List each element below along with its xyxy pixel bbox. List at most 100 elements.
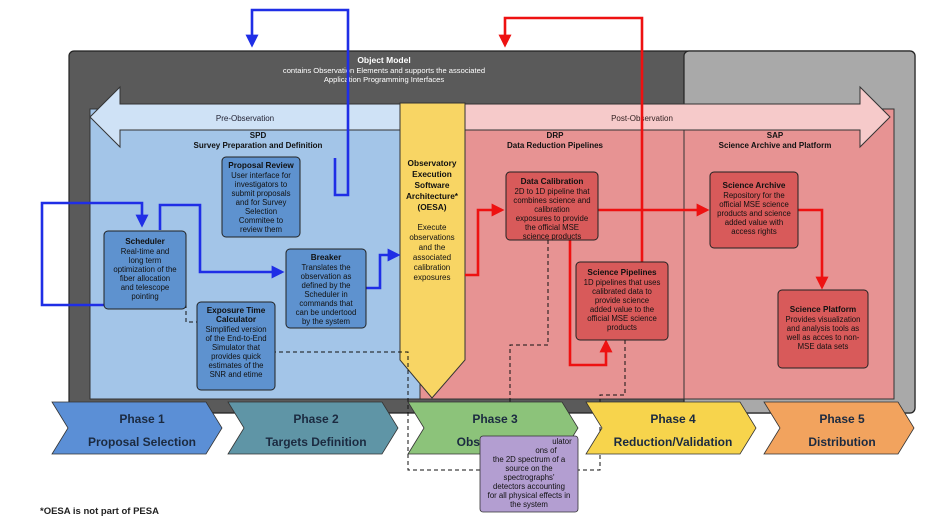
science-platform-line-2: and analysis tools as (787, 324, 859, 333)
etc-title-1: Exposure Time (207, 306, 266, 315)
etc-line-2: of the End-to-End (205, 334, 266, 343)
breaker-line-3: defined by the (302, 281, 351, 290)
data-calibration-box: Data Calibration 2D to 1D pipeline that … (505, 171, 599, 241)
scheduler-box: Scheduler Real-time and long term optimi… (103, 230, 187, 310)
object-model-line-2: Application Programming Interfaces (324, 75, 444, 84)
science-pipelines-title: Science Pipelines (587, 268, 657, 277)
oesa-title-1: Observatory (408, 158, 457, 168)
simulator-line-3: the 2D spectrum of a (493, 455, 566, 464)
breaker-line-7: by the system (302, 317, 350, 326)
oesa-body-2: observations (409, 233, 454, 242)
proposal-review-line-5: Selection (245, 207, 277, 216)
etc-line-4: provides quick (211, 352, 261, 361)
phase-1-number: Phase 1 (119, 412, 165, 426)
proposal-review-line-4: and for Survey (236, 198, 287, 207)
oesa-body-4: associated (413, 253, 451, 262)
breaker-line-6: can be undertood (296, 308, 357, 317)
science-platform-line-4: MSE data sets (798, 342, 849, 351)
science-archive-title: Science Archive (723, 181, 786, 190)
scheduler-title: Scheduler (125, 237, 165, 246)
scheduler-line-2: long term (129, 256, 162, 265)
data-calibration-line-1: 2D to 1D pipeline that (515, 187, 591, 196)
data-calibration-title: Data Calibration (521, 177, 584, 186)
proposal-review-line-1: User interface for (231, 171, 291, 180)
science-platform-line-1: Provides visualization (786, 315, 861, 324)
phase-1-name: Proposal Selection (88, 435, 196, 449)
spd-abbr: SPD (250, 131, 267, 140)
footnote: *OESA is not part of PESA (40, 506, 159, 517)
object-model-line-1: contains Observation Elements and suppor… (283, 66, 485, 75)
oesa-title-5: (OESA) (417, 202, 446, 212)
science-archive-line-3: products and science (717, 209, 791, 218)
simulator-line-6: detectors accounting (493, 482, 565, 491)
simulator-box: ulator ons of the 2D spectrum of a sourc… (479, 435, 579, 513)
phase-2: Phase 2 Targets Definition (227, 401, 399, 455)
science-archive-line-4: added value with (725, 218, 784, 227)
proposal-review-title: Proposal Review (228, 161, 294, 170)
etc-line-6: SNR and etime (210, 370, 263, 379)
science-pipelines-box: Science Pipelines 1D pipelines that uses… (575, 261, 669, 341)
drp-abbr: DRP (547, 131, 565, 140)
oesa-body-6: exposures (414, 273, 451, 282)
etc-line-3: Simulator that (212, 343, 261, 352)
etc-title-2: Calculator (216, 315, 257, 324)
breaker-line-4: Scheduler in (304, 290, 347, 299)
breaker-line-2: observation as (301, 272, 352, 281)
sap-name: Science Archive and Platform (719, 141, 832, 150)
phase-5-number: Phase 5 (819, 412, 865, 426)
data-calibration-line-3: calibration (534, 205, 570, 214)
phase-3-number: Phase 3 (472, 412, 518, 426)
science-platform-title: Science Platform (790, 305, 856, 314)
science-pipelines-line-1: 1D pipelines that uses (584, 278, 661, 287)
oesa-title-4: Architecture* (406, 191, 459, 201)
oesa-body-3: and the (419, 243, 446, 252)
proposal-review-line-6: Commitee to (239, 216, 284, 225)
simulator-line-2: ons of (535, 446, 557, 455)
science-archive-box: Science Archive Repository for the offic… (709, 171, 799, 249)
breaker-line-1: Translates the (301, 263, 350, 272)
simulator-line-1: ulator (552, 437, 572, 446)
scheduler-line-1: Real-time and (121, 247, 170, 256)
simulator-line-8: the system (510, 500, 548, 509)
science-archive-line-5: access rights (731, 227, 777, 236)
science-pipelines-line-5: official MSE science (587, 314, 657, 323)
simulator-line-4: source on the (505, 464, 552, 473)
proposal-review-box: Proposal Review User interface for inves… (221, 156, 301, 238)
scheduler-line-6: pointing (131, 292, 158, 301)
blue-flow-arrows (40, 8, 401, 307)
phase-4: Phase 4 Reduction/Validation (585, 401, 757, 455)
exposure-time-calculator-box: Exposure Time Calculator Simplified vers… (196, 301, 276, 391)
science-archive-line-1: Repository for the (723, 191, 785, 200)
data-calibration-line-4: exposures to provide (516, 214, 588, 223)
science-archive-line-2: official MSE science (719, 200, 789, 209)
data-calibration-line-2: combines science and (513, 196, 590, 205)
oesa-block: Observatory Execution Software Architect… (399, 102, 466, 399)
phase-2-name: Targets Definition (265, 435, 366, 449)
drp-name: Data Reduction Pipelines (507, 141, 604, 150)
oesa-body-5: calibration (414, 263, 450, 272)
science-pipelines-line-2: calibrated data to (592, 287, 652, 296)
sap-abbr: SAP (767, 131, 784, 140)
data-calibration-line-6: science products (523, 232, 582, 241)
data-calibration-line-5: the official MSE (525, 223, 579, 232)
object-model-title: Object Model (357, 55, 410, 65)
science-pipelines-line-3: provide science (595, 296, 649, 305)
breaker-title: Breaker (311, 253, 342, 262)
spd-name: Survey Preparation and Definition (194, 141, 323, 150)
phase-4-name: Reduction/Validation (614, 435, 733, 449)
oesa-title-3: Software (414, 180, 449, 190)
science-platform-line-3: well as acces to non- (786, 333, 860, 342)
phase-2-number: Phase 2 (293, 412, 339, 426)
proposal-review-line-3: submit proposals (232, 189, 291, 198)
proposal-review-line-2: investigators to (235, 180, 288, 189)
oesa-body-1: Execute (418, 223, 447, 232)
scheduler-line-4: fiber allocation (120, 274, 170, 283)
breaker-box: Breaker Translates the observation as de… (285, 248, 367, 329)
phase-5: Phase 5 Distribution (763, 401, 915, 455)
proposal-review-line-7: review them (240, 225, 282, 234)
pre-observation-label: Pre-Observation (216, 114, 274, 123)
science-pipelines-line-6: products (607, 323, 637, 332)
phase-5-name: Distribution (808, 435, 875, 449)
oesa-title-2: Execution (412, 169, 452, 179)
